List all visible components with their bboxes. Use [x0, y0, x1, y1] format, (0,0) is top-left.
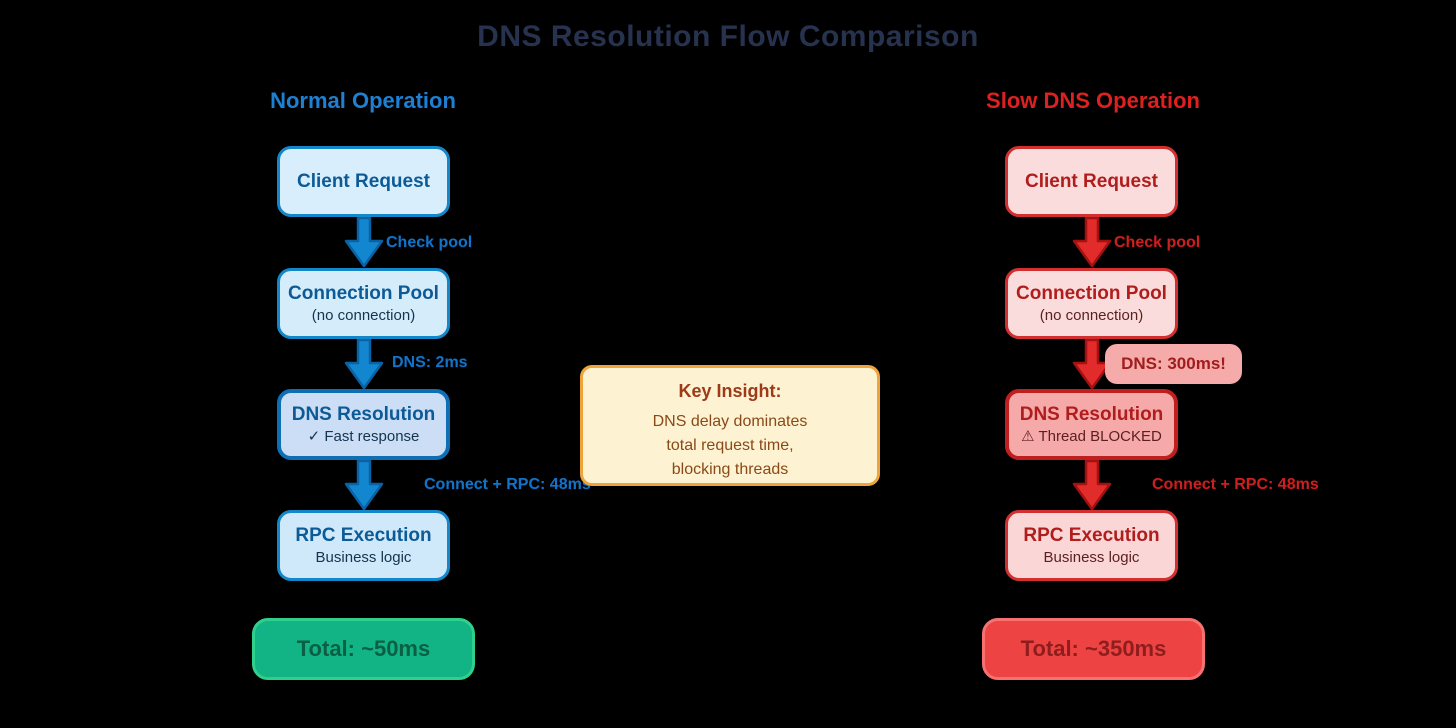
normal-total-badge: Total: ~50ms [252, 618, 475, 680]
node-title: DNS Resolution [1019, 403, 1164, 425]
insight-line: DNS delay dominates [652, 413, 808, 430]
node-title: DNS Resolution [291, 403, 436, 425]
down-arrow-icon [1072, 217, 1112, 267]
slow-total-badge: Total: ~350ms [982, 618, 1205, 680]
node-subtitle: (no connection) [311, 306, 416, 324]
node-title: Client Request [296, 170, 431, 192]
key-insight-callout: Key Insight: DNS delay dominates total r… [580, 365, 880, 486]
down-arrow-icon [344, 339, 384, 389]
down-arrow-icon [1072, 339, 1112, 389]
normal-column-header: Normal Operation [270, 88, 456, 113]
slow-column-header: Slow DNS Operation [986, 88, 1200, 113]
node-title: Connection Pool [1016, 282, 1167, 304]
down-arrow-icon [344, 217, 384, 267]
normal-connection-pool-node: Connection Pool (no connection) [277, 268, 450, 339]
normal-dns-resolution-node: DNS Resolution ✓ Fast response [277, 389, 450, 460]
normal-client-request-node: Client Request [277, 146, 450, 217]
normal-arrow-label-dns-time: DNS: 2ms [392, 354, 468, 371]
normal-rpc-execution-node: RPC Execution Business logic [277, 510, 450, 581]
node-subtitle: ⚠ Thread BLOCKED [1021, 427, 1162, 445]
slow-arrow-label-connect-rpc: Connect + RPC: 48ms [1152, 476, 1319, 493]
node-title: RPC Execution [1023, 524, 1160, 546]
slow-client-request-node: Client Request [1005, 146, 1178, 217]
insight-heading: Key Insight: [678, 381, 782, 401]
insight-line: blocking threads [671, 461, 789, 478]
slow-dns-delay-badge: DNS: 300ms! [1105, 344, 1242, 384]
slow-rpc-execution-node: RPC Execution Business logic [1005, 510, 1178, 581]
diagram-title: DNS Resolution Flow Comparison [477, 20, 979, 53]
slow-arrow-label-check-pool: Check pool [1114, 234, 1201, 251]
normal-arrow-label-check-pool: Check pool [386, 234, 473, 251]
down-arrow-icon [1072, 460, 1112, 510]
down-arrow-icon [344, 460, 384, 510]
node-subtitle: (no connection) [1039, 306, 1144, 324]
normal-arrow-label-connect-rpc: Connect + RPC: 48ms [424, 476, 591, 493]
node-subtitle: Business logic [1043, 548, 1140, 566]
node-subtitle: Business logic [315, 548, 412, 566]
node-title: Connection Pool [288, 282, 439, 304]
node-title: RPC Execution [295, 524, 432, 546]
slow-dns-resolution-node: DNS Resolution ⚠ Thread BLOCKED [1005, 389, 1178, 460]
slow-connection-pool-node: Connection Pool (no connection) [1005, 268, 1178, 339]
node-subtitle: ✓ Fast response [307, 427, 420, 445]
insight-line: total request time, [666, 437, 794, 454]
node-title: Client Request [1024, 170, 1159, 192]
